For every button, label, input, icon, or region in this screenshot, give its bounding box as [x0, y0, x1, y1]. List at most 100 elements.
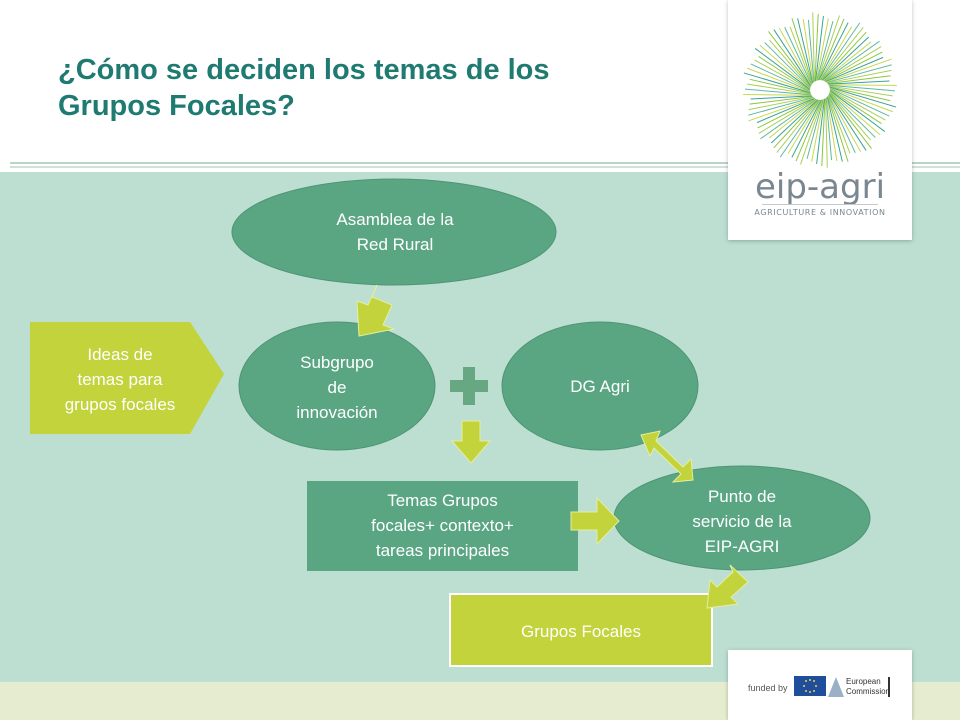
starburst-ray — [758, 98, 816, 134]
eip-agri-logo-card: eip-agri AGRICULTURE & INNOVATION — [728, 0, 912, 240]
starburst-ray — [817, 15, 840, 81]
starburst-ray — [743, 72, 811, 94]
starburst-ray — [829, 91, 881, 136]
starburst-ray — [760, 98, 817, 140]
node-grupos: Grupos Focales — [452, 614, 710, 648]
starburst-ray — [828, 93, 867, 151]
starburst-ray — [821, 98, 826, 167]
node-grupos-label: Grupos Focales — [521, 621, 641, 641]
starburst-ray — [826, 96, 843, 162]
node-asamblea-line-2: Red Rural — [356, 235, 434, 254]
node-temas-line-2: focales+ contexto+ — [371, 515, 514, 535]
starburst-ray — [825, 97, 833, 161]
starburst-ray — [748, 97, 815, 122]
starburst-ray — [816, 21, 834, 81]
starburst-ray — [795, 99, 823, 162]
starburst-ray — [807, 19, 815, 83]
starburst-ray — [778, 27, 812, 86]
starburst-ray — [754, 59, 811, 92]
starburst-ray — [829, 85, 893, 97]
starburst-ray — [827, 95, 851, 154]
starburst-ray — [769, 39, 811, 88]
starburst-ray — [828, 80, 890, 85]
commission-bar — [888, 677, 890, 697]
node-subgrupo-line-2: de — [327, 377, 347, 397]
starburst-ray — [789, 26, 813, 85]
arrow-temas-to-punto — [570, 496, 620, 546]
starburst-ray — [773, 99, 819, 149]
starburst-ray — [749, 78, 811, 94]
node-dg-agri-label: DG Agri — [570, 376, 630, 396]
starburst-ray — [826, 97, 838, 162]
starburst-ray — [747, 67, 811, 93]
starburst-ray — [748, 96, 814, 116]
node-dg-agri-shape — [501, 321, 699, 451]
starburst-ray — [748, 96, 813, 111]
starburst-ray — [747, 83, 811, 95]
node-asamblea: Asamblea de la Red Rural — [282, 203, 508, 261]
commission-building-icon — [828, 677, 844, 697]
starburst-ray — [827, 69, 892, 84]
node-punto-line-2: servicio de la — [692, 511, 792, 531]
node-temas: Temas Grupos focales+ contexto+ tareas p… — [309, 482, 576, 568]
node-ideas-line-2: temas para — [77, 369, 163, 389]
starburst-ray — [815, 16, 824, 82]
starburst-ray — [823, 40, 880, 82]
node-ideas-shape — [30, 322, 224, 434]
starburst-ray — [754, 48, 811, 90]
starburst-ray — [768, 31, 812, 87]
starburst-ray — [829, 89, 882, 124]
starburst-ray — [758, 56, 811, 91]
starburst-ray — [743, 94, 812, 96]
starburst-ray — [787, 99, 821, 154]
starburst-ray — [770, 99, 818, 144]
node-temas-line-3: tareas principales — [375, 540, 510, 560]
node-dg-agri: DG Agri — [520, 370, 680, 402]
starburst-ray — [759, 44, 811, 89]
starburst-ray — [784, 27, 812, 85]
node-subgrupo-line-1: Subgrupo — [300, 352, 374, 372]
starburst-ray — [820, 27, 864, 81]
starburst-ray — [829, 92, 871, 141]
starburst-ray — [825, 56, 884, 83]
starburst-ray — [829, 91, 876, 138]
starburst-ray — [750, 63, 811, 92]
node-subgrupo-shape — [238, 321, 436, 451]
header-divider-secondary — [10, 166, 960, 168]
logo-wordmark: eip-agri — [754, 167, 886, 207]
starburst-ray — [829, 87, 893, 113]
starburst-ray — [773, 29, 812, 87]
starburst-ray — [757, 98, 816, 129]
starburst-ray — [819, 22, 861, 81]
node-ideas-line-3: grupos focales — [64, 394, 176, 414]
starburst-ray — [824, 51, 883, 82]
starburst-ray — [779, 99, 821, 158]
title-line-1: ¿Cómo se deciden los temas de los — [58, 54, 550, 86]
starburst-ray — [811, 99, 825, 162]
plus-icon-horizontal — [450, 380, 488, 392]
starburst-logo-icon — [743, 12, 897, 168]
arrow-dg-agri-punto-bidirectional — [640, 430, 694, 483]
node-temas-line-1: Temas Grupos — [387, 490, 498, 510]
node-subgrupo: Subgrupo de innovación — [265, 344, 409, 430]
starburst-ray — [791, 99, 822, 158]
starburst-ray — [825, 58, 892, 83]
node-asamblea-line-1: Asamblea de la — [336, 210, 454, 229]
starburst-ray — [828, 93, 872, 149]
commission-line-1: European — [846, 677, 881, 686]
logo-tagline: AGRICULTURE & INNOVATION — [754, 208, 886, 217]
node-grupos-shape — [449, 593, 713, 667]
starburst-ray — [829, 88, 886, 121]
node-ideas-line-1: Ideas de — [87, 344, 153, 364]
starburst-ray — [827, 96, 849, 162]
commission-line-2: Commission — [846, 687, 891, 696]
node-asamblea-shape — [231, 178, 557, 286]
starburst-ray — [764, 42, 811, 89]
starburst-ray — [756, 97, 815, 124]
node-punto-line-3: EIP-AGRI — [704, 536, 780, 556]
starburst-ray — [812, 12, 815, 82]
starburst-ray — [802, 18, 814, 83]
arrow-punto-to-grupos — [706, 564, 749, 609]
starburst-ray — [819, 26, 853, 81]
